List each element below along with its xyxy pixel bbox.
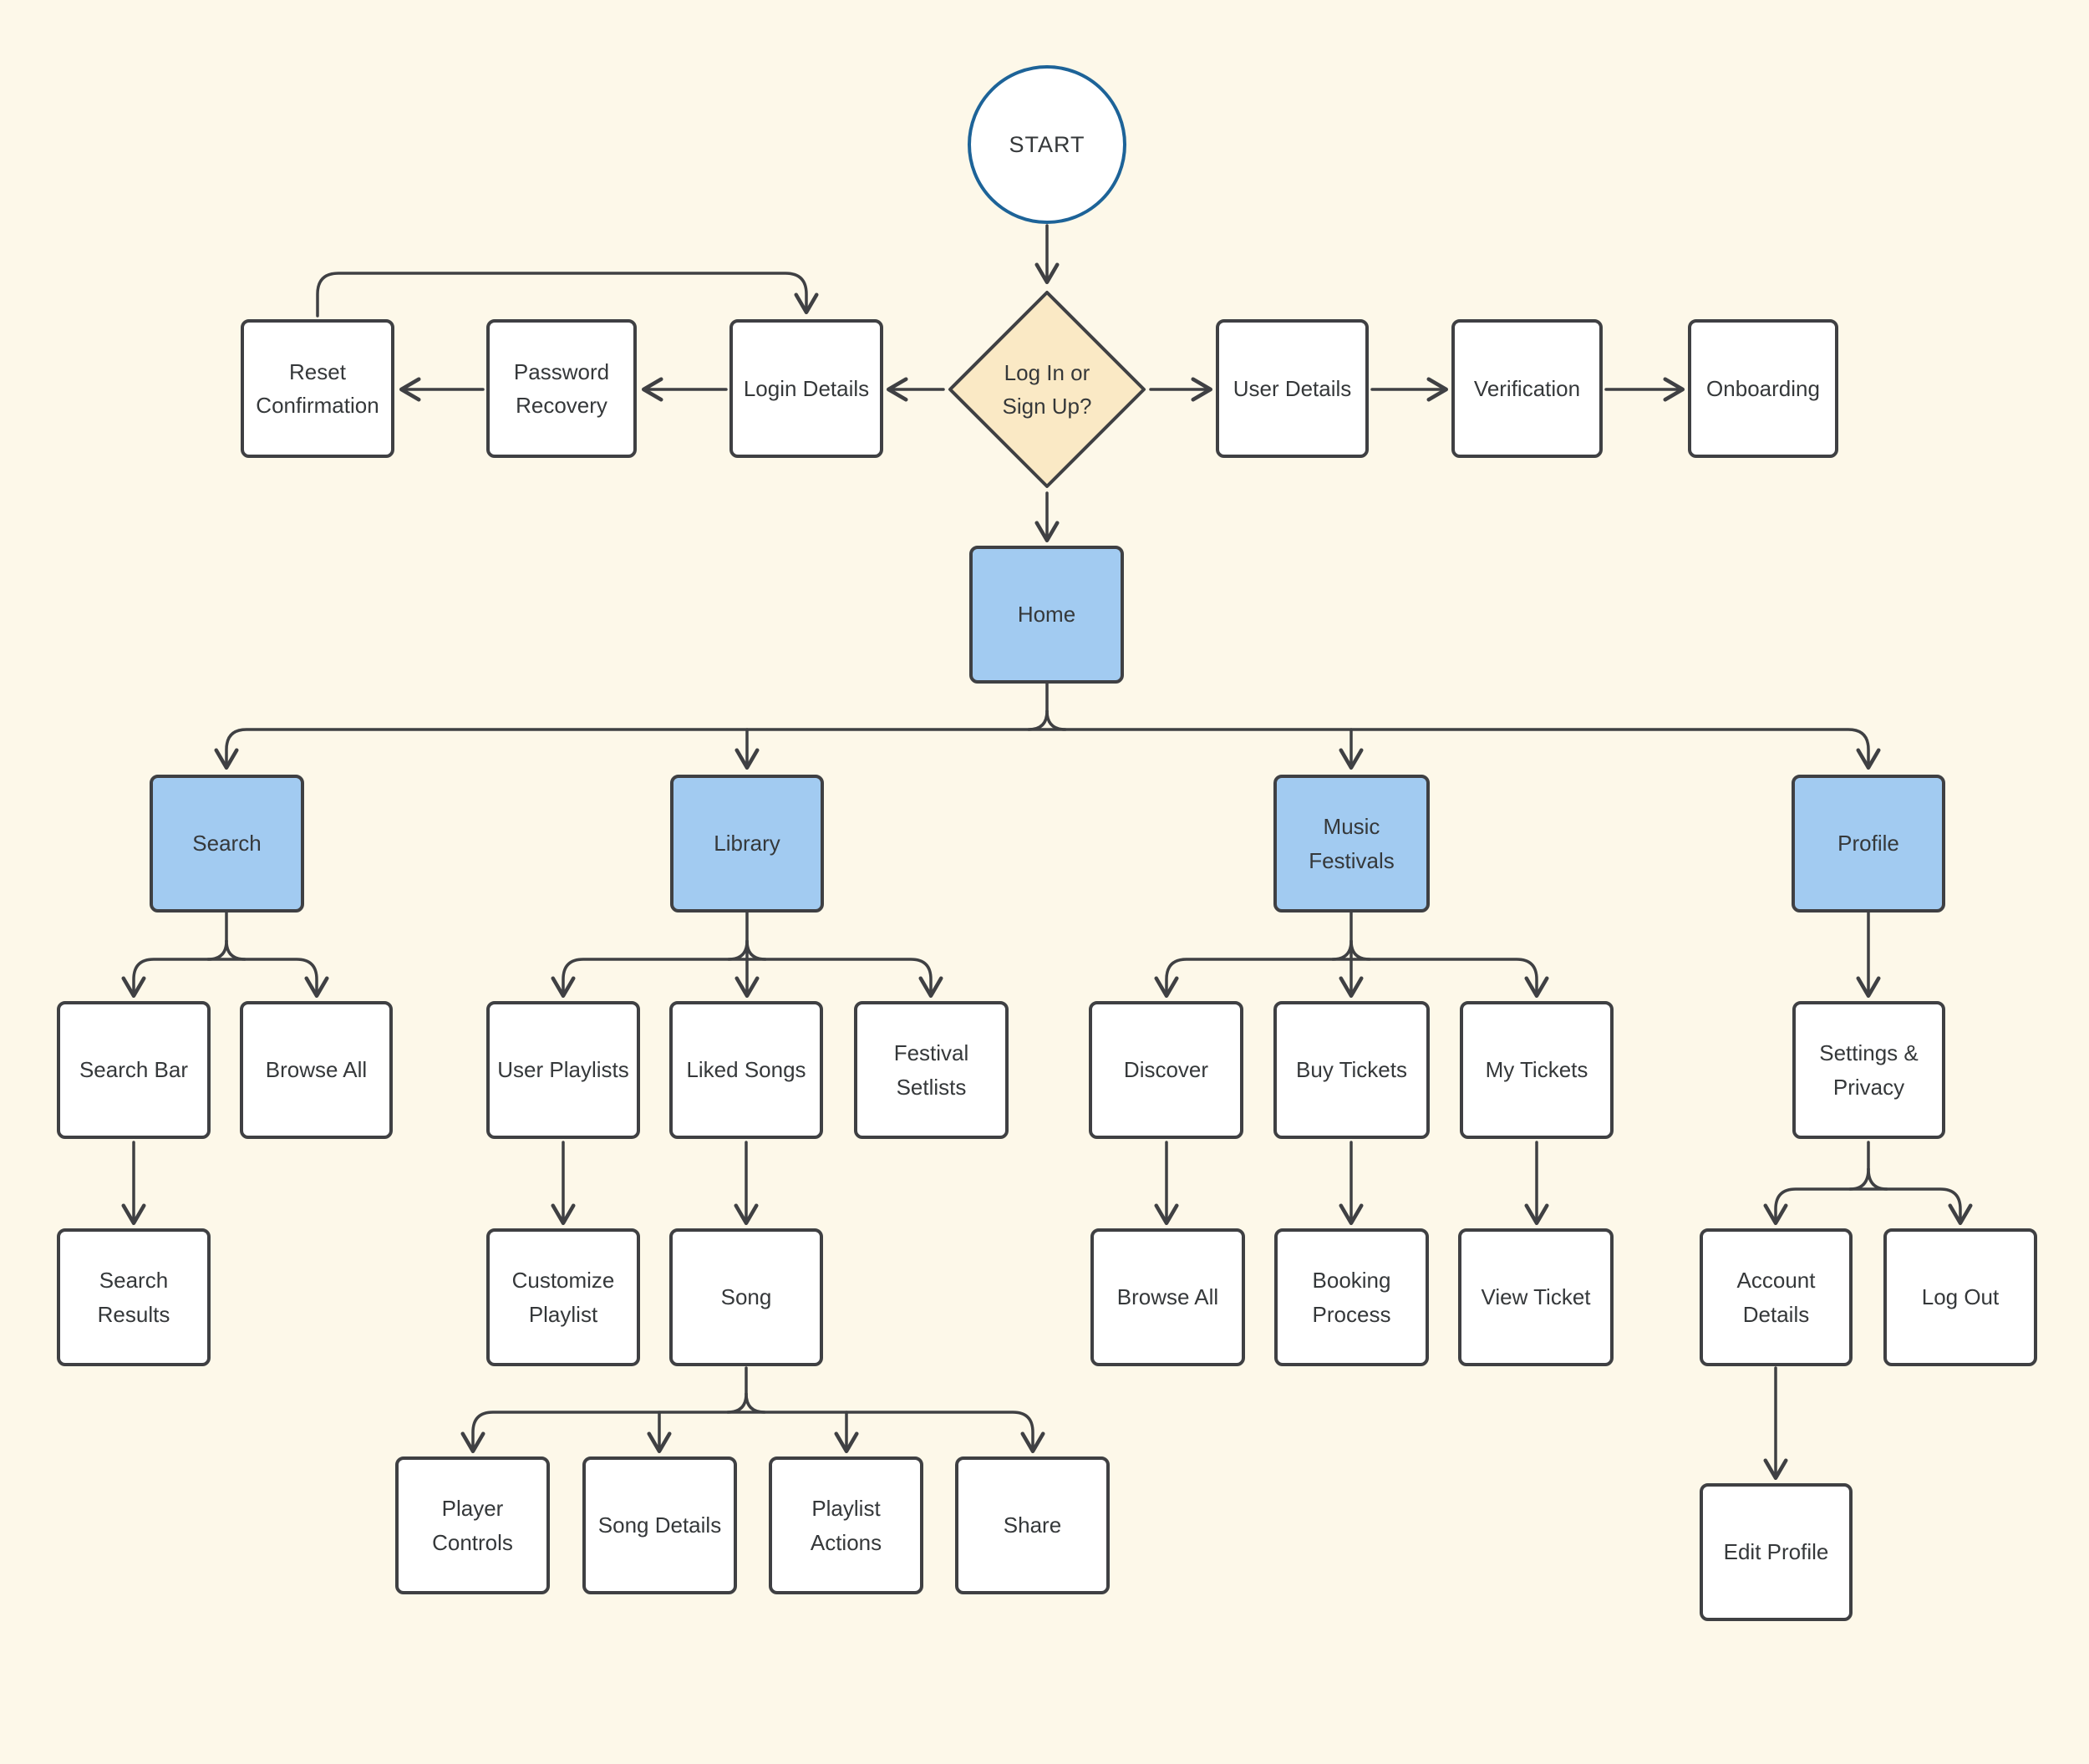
diamond-shape (948, 291, 1146, 488)
node-profile: Profile (1792, 775, 1945, 913)
node-search-bar: Search Bar (57, 1001, 211, 1139)
node-search: Search (150, 775, 304, 913)
node-booking-process: Booking Process (1274, 1228, 1429, 1366)
node-liked-songs: Liked Songs (669, 1001, 823, 1139)
node-player-controls: Player Controls (395, 1456, 550, 1594)
node-settings-privacy: Settings & Privacy (1792, 1001, 1945, 1139)
node-edit-profile: Edit Profile (1700, 1483, 1853, 1621)
node-user-playlists: User Playlists (486, 1001, 640, 1139)
node-home: Home (969, 546, 1124, 684)
node-playlist-actions: Playlist Actions (769, 1456, 923, 1594)
node-reset-confirmation: Reset Confirmation (241, 319, 394, 458)
node-discover: Discover (1089, 1001, 1243, 1139)
node-onboarding: Onboarding (1688, 319, 1838, 458)
node-my-tickets: My Tickets (1460, 1001, 1614, 1139)
node-song-details: Song Details (582, 1456, 737, 1594)
node-password-recovery: Password Recovery (486, 319, 637, 458)
node-login-signup-decision: Log In or Sign Up? (947, 289, 1147, 490)
node-user-details: User Details (1216, 319, 1369, 458)
node-verification: Verification (1451, 319, 1603, 458)
node-log-out: Log Out (1883, 1228, 2037, 1366)
node-song: Song (669, 1228, 823, 1366)
node-account-details: Account Details (1700, 1228, 1853, 1366)
node-music-festivals: Music Festivals (1273, 775, 1430, 913)
node-view-ticket: View Ticket (1458, 1228, 1614, 1366)
node-browse-all-search: Browse All (240, 1001, 393, 1139)
node-start: START (968, 65, 1126, 224)
node-festival-setlists: Festival Setlists (854, 1001, 1009, 1139)
node-browse-all-festivals: Browse All (1090, 1228, 1245, 1366)
node-search-results: Search Results (57, 1228, 211, 1366)
node-library: Library (670, 775, 824, 913)
node-buy-tickets: Buy Tickets (1273, 1001, 1430, 1139)
decision-label: Log In or Sign Up? (1002, 359, 1092, 419)
node-share: Share (955, 1456, 1110, 1594)
node-customize-playlist: Customize Playlist (486, 1228, 640, 1366)
node-login-details: Login Details (729, 319, 883, 458)
